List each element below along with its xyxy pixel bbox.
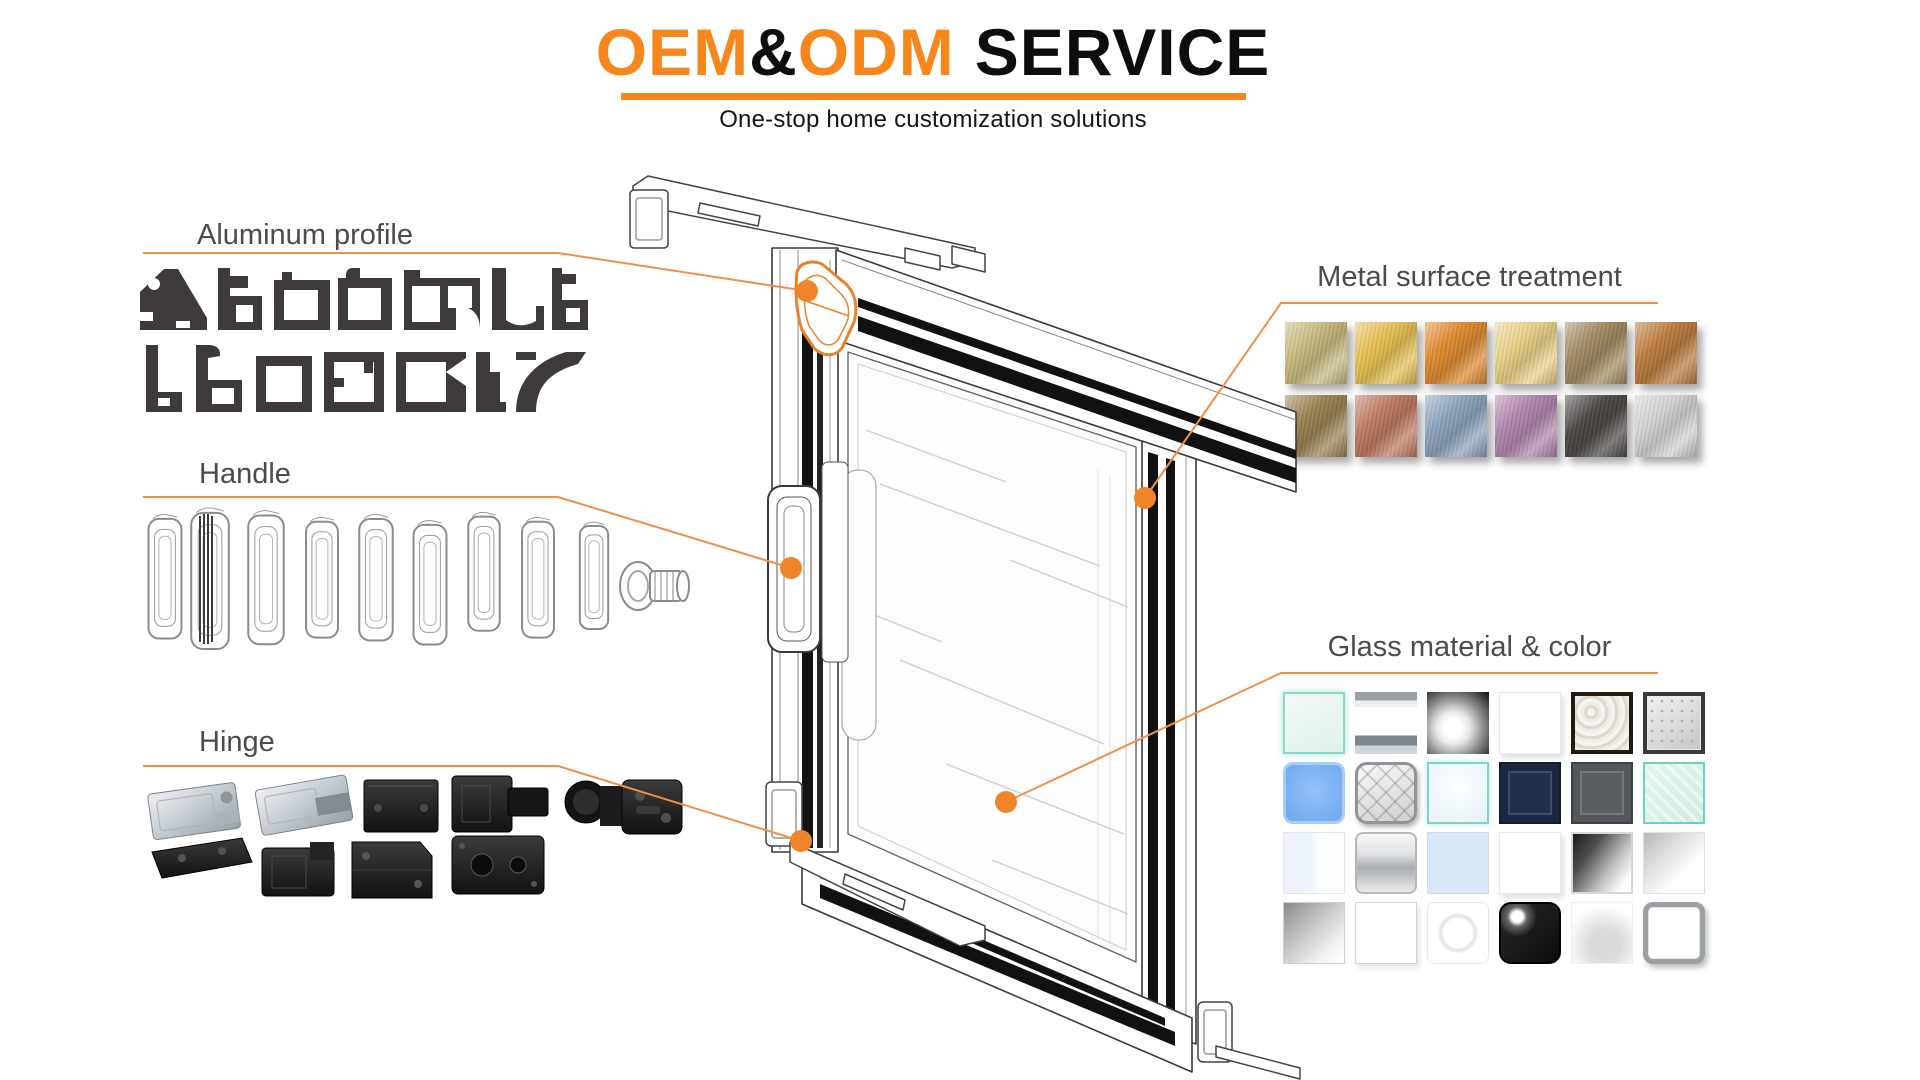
window-glass [841,351,1137,963]
glass-swatch-gradient-smoke [1571,832,1633,894]
callout-dot-handle [780,557,802,579]
metal-swatch-mauve [1495,395,1557,457]
glass-swatch-chrome-framed [1643,902,1705,964]
callout-dot-metal-surface [1134,487,1156,509]
handle-item [305,516,339,639]
glass-swatch-quilted-mirror [1355,762,1417,824]
glass-swatch-frosted-glow [1427,692,1489,754]
window-handle [767,461,849,663]
hinge-item [261,842,335,897]
window-corner-bracket [1197,1001,1301,1080]
label-glass-material-color: Glass material & color [1327,631,1612,663]
window-top-bracket [629,175,986,273]
callout-dots [780,280,1156,852]
label-hinge: Hinge [199,726,275,758]
glass-swatch-smoked-gray [1571,762,1633,824]
callout-line-glass [1005,672,1658,803]
handle-shapes [147,506,690,651]
hinge-item [451,775,549,833]
metal-swatch-champagne [1495,322,1557,384]
profile-shape [476,352,506,412]
hinge-item [147,782,241,841]
glass-swatch-blue-glass [1283,762,1345,824]
hinge-item [451,835,545,895]
window-right-stile [1141,440,1197,1045]
glass-swatch-ultra-white [1499,692,1561,754]
handle-item [412,519,448,646]
glass-swatch-grid [1283,692,1705,964]
window-top-rail [835,249,1297,493]
glass-swatch-textured-glass [1571,692,1633,754]
glass-reflections [861,429,1129,915]
metal-swatch-grid [1285,322,1697,457]
callout-dot-hinge [790,830,812,852]
handle-item [190,506,230,651]
handle-item [247,509,285,646]
title-ampersand: & [749,15,798,89]
glass-swatch-frosted-blue [1427,762,1489,824]
metal-swatch-silver [1635,395,1697,457]
glass-swatch-reflective-white [1643,832,1705,894]
glass-swatch-sky-blue [1427,832,1489,894]
callout-dot-aluminum-profile [796,280,818,302]
glass-swatch-glossy-black [1499,902,1561,964]
handle-item [578,521,610,631]
metal-swatch-orange-copper [1425,322,1487,384]
metal-swatch-copper-brown [1635,322,1697,384]
hinge-item [363,779,439,833]
profile-shape [516,352,586,412]
hinge-item [351,841,433,899]
hinge-item [254,774,354,836]
metal-swatch-bronze-taupe [1565,322,1627,384]
handle-item [521,516,555,639]
glass-swatch-green-tinted [1643,762,1705,824]
title-service: SERVICE [974,15,1271,89]
hinge-item [564,779,683,835]
glass-swatch-low-iron-white [1283,832,1345,894]
handle-item [358,513,394,642]
aluminum-profile-shapes [140,268,588,412]
profile-shape [146,345,182,412]
glass-swatch-navy-glass [1499,762,1561,824]
metal-swatch-graphite [1565,395,1627,457]
title-oem: OEM [595,15,750,89]
metal-swatch-rose-copper [1355,395,1417,457]
title-odm: ODM [797,15,955,89]
handle-item [147,513,183,640]
callout-line-aluminum-profile [143,252,808,292]
glass-swatch-pure-white [1499,832,1561,894]
page-title: OEM&ODM SERVICE [0,15,1866,89]
glass-swatch-gray-mirror [1283,902,1345,964]
glass-swatch-pearl-white [1571,902,1633,964]
label-handle: Handle [199,458,291,490]
glass-swatch-matte-white [1355,902,1417,964]
glass-swatch-etched-swirl [1427,902,1489,964]
window-illustration [629,175,1301,1080]
glass-swatch-mirror-stripe [1355,692,1417,754]
profile-shape [492,268,544,330]
callout-line-metal-surface [1144,302,1658,499]
knob-handle [619,561,690,611]
title-underline-bar [620,93,1246,101]
hinge-shapes [147,774,683,899]
glass-swatch-silver-mirror [1355,832,1417,894]
metal-swatch-pale-gold [1285,322,1347,384]
callout-dot-glass [995,791,1017,813]
header: OEM&ODM SERVICE One-stop home customizati… [0,15,1866,134]
callouts [143,252,1658,842]
label-metal-surface-treatment: Metal surface treatment [1317,261,1622,293]
label-aluminum-profile: Aluminum profile [197,219,413,251]
hinge-item [151,837,253,879]
callout-line-hinge [143,765,802,842]
subtitle: One-stop home customization solutions [719,106,1147,134]
glass-swatch-patterned-metallic [1643,692,1705,754]
glass-swatch-clear-glass [1283,692,1345,754]
callout-line-handle [143,496,792,569]
metal-swatch-steel-blue [1425,395,1487,457]
window-bottom-bracket [765,781,986,947]
handle-item [467,511,501,632]
metal-swatch-gold [1355,322,1417,384]
